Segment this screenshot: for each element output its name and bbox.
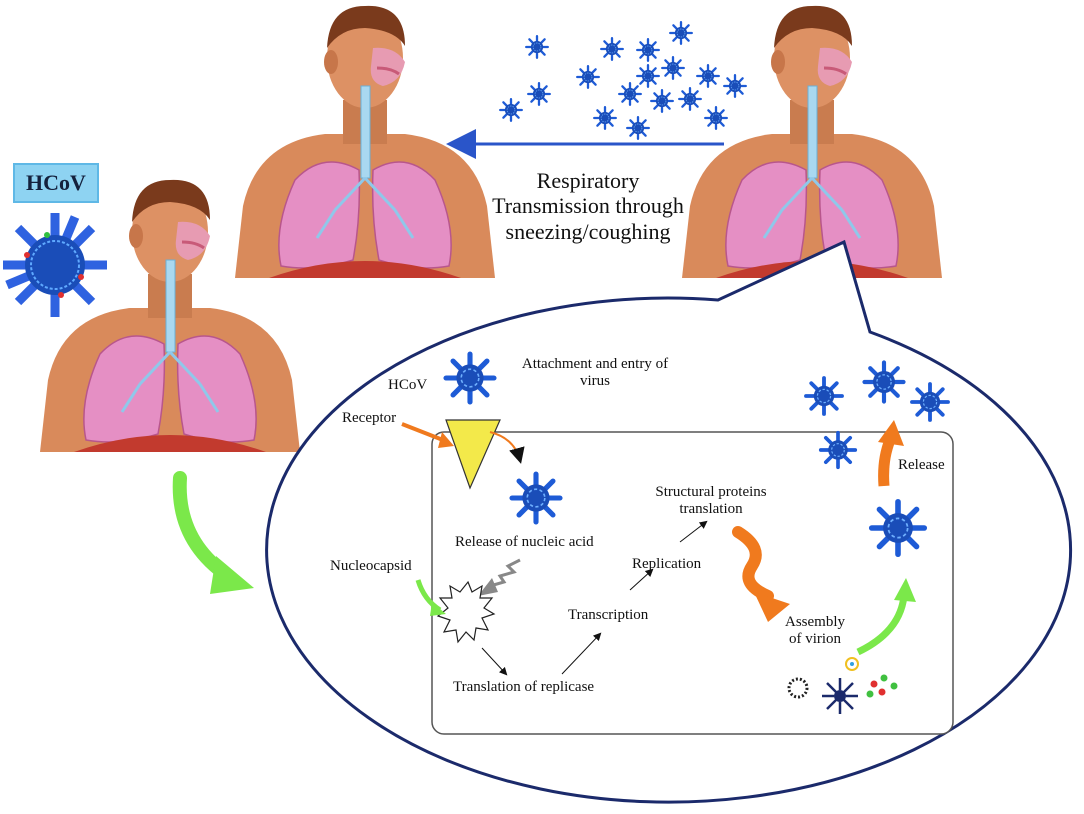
attachment-label-line1: Attachment and entry of	[521, 356, 669, 372]
release-orange-arrow	[878, 420, 904, 487]
assembly-label-line2: of virion	[788, 631, 842, 648]
structural-label-line1: Structural proteins	[655, 484, 767, 500]
release-nucleic-acid-label: Release of nucleic acid	[455, 534, 594, 550]
entry-orange-arrow	[489, 431, 525, 464]
receptor-icon	[445, 419, 501, 490]
receptor-label: Receptor	[342, 410, 397, 426]
maturation-green-arrow	[856, 578, 916, 656]
droplet-virus-cloud	[499, 21, 747, 140]
replication-label: Replication	[632, 556, 702, 572]
assembly-orange-arrow	[732, 526, 790, 622]
transmission-label-line1: Respiratory	[536, 168, 640, 193]
host-cell-box	[431, 431, 954, 735]
process-arrows	[481, 520, 708, 676]
transmission-label: Respiratory Transmission through sneezin…	[468, 168, 708, 244]
release-label: Release	[898, 457, 945, 473]
nucleocapsid-label: Nucleocapsid	[330, 558, 412, 574]
uncoating-virus-icon	[512, 474, 560, 522]
assembly-components	[787, 657, 898, 714]
translation-replicase-label: Translation of replicase	[453, 679, 595, 695]
entry-green-arrow	[172, 471, 254, 594]
transmission-label-line2: Transmission through	[492, 193, 684, 219]
assembly-label-line1: Assembly	[785, 614, 845, 630]
attachment-label: Attachment and entry of virus	[500, 356, 690, 391]
attachment-label-line2: virus	[580, 373, 610, 390]
hcov-label-badge: HCoV	[13, 163, 99, 203]
hcov-inner-label: HCoV	[388, 377, 428, 393]
new-virion-icon	[872, 502, 925, 555]
structural-label-line2: translation	[679, 501, 743, 518]
transmission-label-line3: sneezing/coughing	[505, 218, 671, 244]
person-source-top-right	[680, 4, 944, 280]
nucleocapsid-icon	[436, 580, 496, 644]
person-infected-top-left	[233, 4, 497, 280]
structural-proteins-label: Structural proteins translation	[636, 484, 786, 519]
hcov-virus-icon	[3, 213, 107, 317]
transcription-label: Transcription	[568, 607, 649, 623]
assembly-label: Assembly of virion	[772, 614, 858, 649]
attaching-virus-icon	[446, 354, 494, 402]
nucleic-acid-icon	[489, 558, 521, 588]
